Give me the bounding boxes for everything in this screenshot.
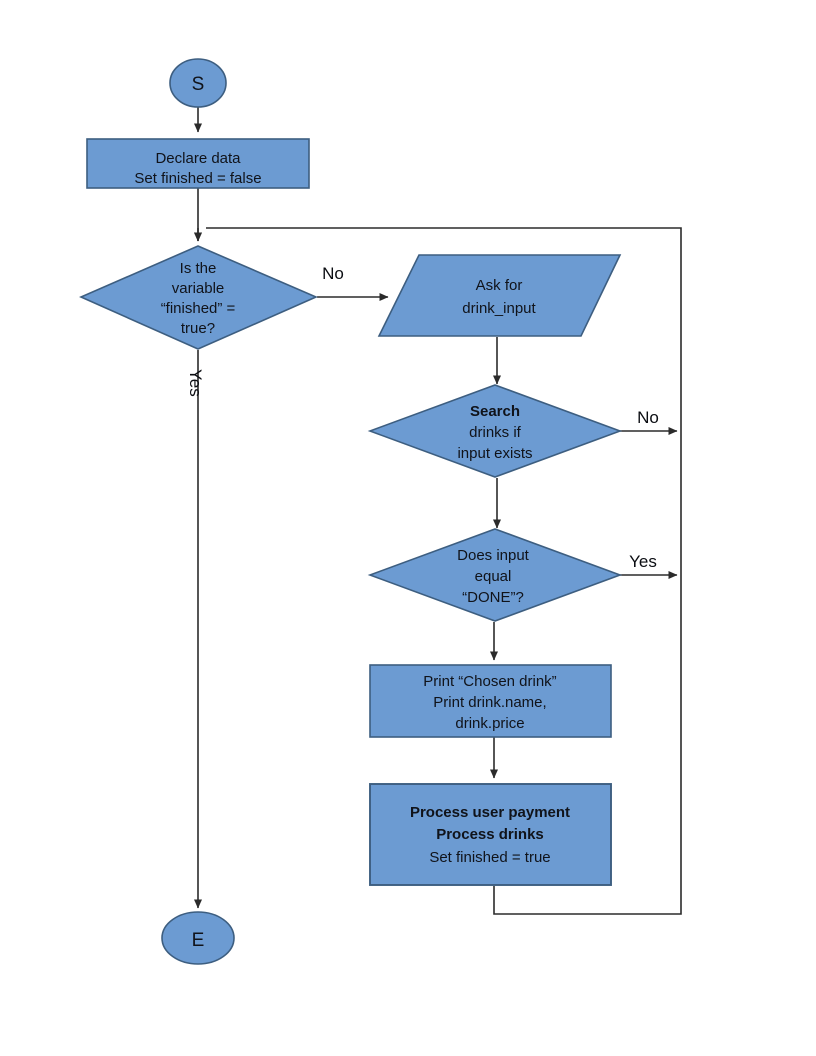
declare-line-2: Set finished = false [134, 170, 261, 187]
print-drink-line-3: drink.price [455, 715, 524, 732]
check-finished-line-3: “finished” = [161, 300, 236, 317]
search-drinks-line-2: drinks if [469, 424, 522, 441]
node-check-finished[interactable]: Is the variable “finished” = true? [79, 245, 318, 350]
start-label: S [192, 74, 205, 95]
process-payment-line-2: Process drinks [436, 826, 544, 843]
check-finished-line-4: true? [181, 320, 215, 337]
search-drinks-diamond [367, 384, 623, 478]
ask-input-line-1: Ask for [476, 277, 523, 294]
search-drinks-line-3: input exists [457, 445, 532, 462]
edge-label-finished-yes: Yes [186, 369, 205, 397]
node-search-drinks[interactable]: Search drinks if input exists [367, 384, 623, 478]
end-ellipse [161, 911, 235, 965]
connectors [194, 107, 682, 915]
check-finished-line-2: variable [172, 280, 225, 297]
node-print-drink[interactable]: Print “Chosen drink” Print drink.name, d… [369, 664, 612, 738]
declare-rect [86, 138, 310, 189]
print-drink-line-1: Print “Chosen drink” [423, 673, 556, 690]
process-payment-line-1: Process user payment [410, 804, 570, 821]
process-payment-rect [369, 783, 612, 886]
ask-input-line-2: drink_input [462, 300, 536, 317]
search-drinks-line-1: Search [470, 403, 520, 420]
edge-process-loopback [206, 227, 682, 915]
node-ask-input[interactable]: Ask for drink_input [377, 254, 622, 337]
print-drink-rect [369, 664, 612, 738]
process-payment-line-3: Set finished = true [429, 849, 550, 866]
node-declare-data[interactable]: Declare data Set finished = false [86, 138, 310, 189]
edge-labels: No Yes No Yes [186, 264, 659, 571]
start-ellipse [169, 58, 227, 108]
end-label: E [192, 930, 205, 951]
node-end[interactable]: E [161, 911, 235, 965]
input-done-line-3: “DONE”? [462, 589, 524, 606]
input-done-diamond [367, 528, 623, 622]
node-start[interactable]: S [169, 58, 227, 108]
ask-input-parallelogram [377, 254, 622, 337]
input-done-line-1: Does input [457, 547, 530, 564]
edge-label-finished-no: No [322, 264, 344, 283]
print-drink-line-2: Print drink.name, [433, 694, 546, 711]
check-finished-diamond [79, 245, 318, 350]
edge-label-done-yes: Yes [629, 552, 657, 571]
edge-label-search-no: No [637, 408, 659, 427]
node-input-done[interactable]: Does input equal “DONE”? [367, 528, 623, 622]
input-done-line-2: equal [475, 568, 512, 585]
declare-line-1: Declare data [155, 150, 241, 167]
node-process-payment[interactable]: Process user payment Process drinks Set … [369, 783, 612, 886]
check-finished-line-1: Is the [180, 260, 217, 277]
